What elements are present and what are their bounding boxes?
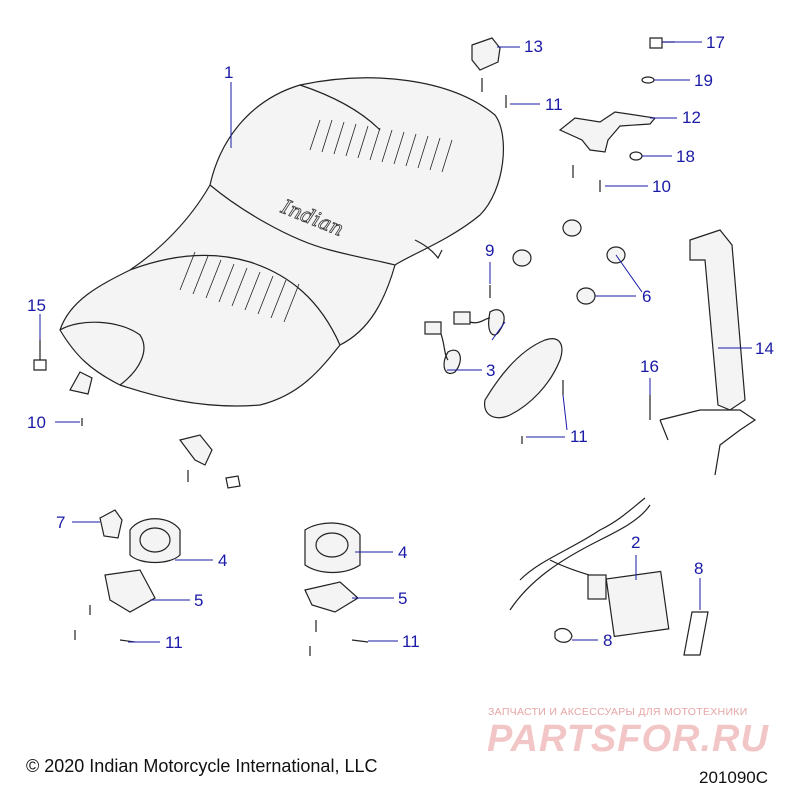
fan-part-4-left <box>129 518 181 564</box>
support-bracket-part-11 <box>483 338 563 419</box>
cover-part-5-center <box>304 581 360 613</box>
diagram-code: 201090C <box>699 768 769 787</box>
callout-17: 17 <box>706 33 725 52</box>
backrest-bracket-part-14 <box>689 229 746 411</box>
bolt-part-17 <box>649 37 675 49</box>
callout-19: 19 <box>694 71 713 90</box>
callout-16: 16 <box>640 357 659 376</box>
callout-4-left: 4 <box>218 551 228 570</box>
watermark-logo: PARTSFOR.RU <box>487 718 769 760</box>
ring-part-8 <box>554 627 573 643</box>
callout-5-left: 5 <box>194 591 204 610</box>
callout-8-center: 8 <box>603 631 613 650</box>
backrest-frame-part-14 <box>659 409 757 476</box>
callout-7: 7 <box>56 513 66 532</box>
fan-part-4-center <box>304 522 361 574</box>
callout-1: 1 <box>224 63 234 82</box>
callout-9: 9 <box>485 241 495 260</box>
callout-18: 18 <box>676 147 695 166</box>
cover-part-5-left <box>104 569 156 613</box>
screw-part-11-center-c <box>351 639 369 643</box>
bumpers-part-6 <box>512 219 626 305</box>
clip-part-15 <box>69 371 93 395</box>
callout-6: 6 <box>642 287 652 306</box>
callout-12: 12 <box>682 108 701 127</box>
callout-8-right: 8 <box>694 559 704 578</box>
callout-13: 13 <box>524 37 543 56</box>
bracket-part-13 <box>471 37 501 71</box>
bracket-part-12 <box>558 111 657 153</box>
gasket-part-8 <box>683 611 709 656</box>
watermark-tagline: ЗАПЧАСТИ И АКСЕССУАРЫ ДЛЯ МОТОТЕХНИКИ <box>488 706 748 718</box>
callout-10-left: 10 <box>27 413 46 432</box>
lower-bracket <box>178 434 213 466</box>
leader-lines <box>39 41 752 643</box>
washer-part-19 <box>641 76 655 84</box>
callout-2: 2 <box>631 533 641 552</box>
seat-part-1 <box>59 77 505 407</box>
callout-14: 14 <box>755 339 774 358</box>
callout-10-top: 10 <box>652 177 671 196</box>
bolt-part-15 <box>33 340 47 371</box>
callout-11-mid: 11 <box>570 427 588 446</box>
callout-11-top: 11 <box>545 95 563 114</box>
callout-15: 15 <box>27 296 46 315</box>
nut-part-18 <box>629 151 643 161</box>
callout-5-center: 5 <box>398 589 408 608</box>
callout-11-left: 11 <box>165 633 183 652</box>
copyright-text: © 2020 Indian Motorcycle International, … <box>26 756 378 776</box>
module-part-2 <box>509 497 670 638</box>
callout-3: 3 <box>486 361 496 380</box>
callout-4-center: 4 <box>398 543 408 562</box>
bolt-lower <box>225 475 241 489</box>
clip-part-7 <box>99 509 123 539</box>
callout-11-center: 11 <box>402 632 420 651</box>
